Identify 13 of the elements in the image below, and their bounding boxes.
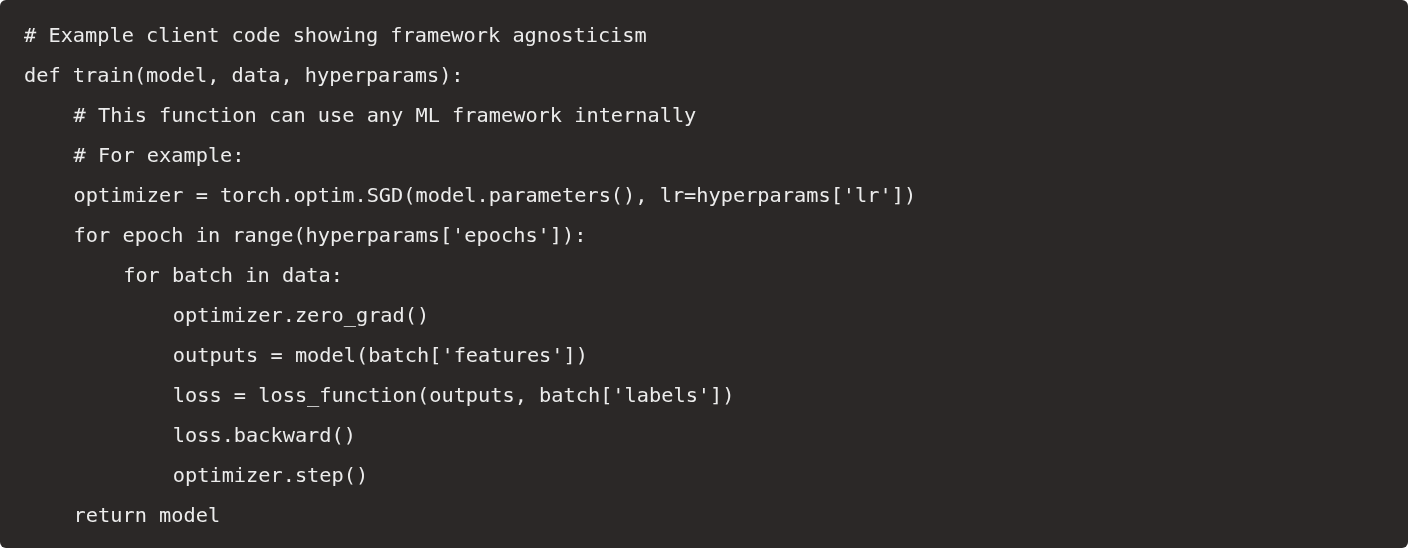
code-line: for epoch in range(hyperparams['epochs']): (73, 222, 587, 249)
code-line: def train(model, data, hyperparams): (24, 62, 464, 89)
code-line: optimizer.step() (172, 462, 369, 489)
code-comment: # For example: (73, 142, 245, 169)
code-line: return model (73, 502, 221, 529)
code-comment: # Example client code showing framework agnosticism (24, 22, 647, 49)
code-comment: # This function can use any ML framework internally (73, 102, 697, 129)
code-line: optimizer.zero_grad() (172, 302, 430, 329)
code-line: optimizer = torch.optim.SGD(model.parameters(), lr=hyperparams['lr']) (73, 182, 917, 209)
code-line: for batch in data: (123, 262, 343, 289)
code-line: loss.backward() (172, 422, 356, 449)
code-line: outputs = model(batch['features']) (172, 342, 588, 369)
code-line: loss = loss_function(outputs, batch['labels']) (172, 382, 735, 409)
